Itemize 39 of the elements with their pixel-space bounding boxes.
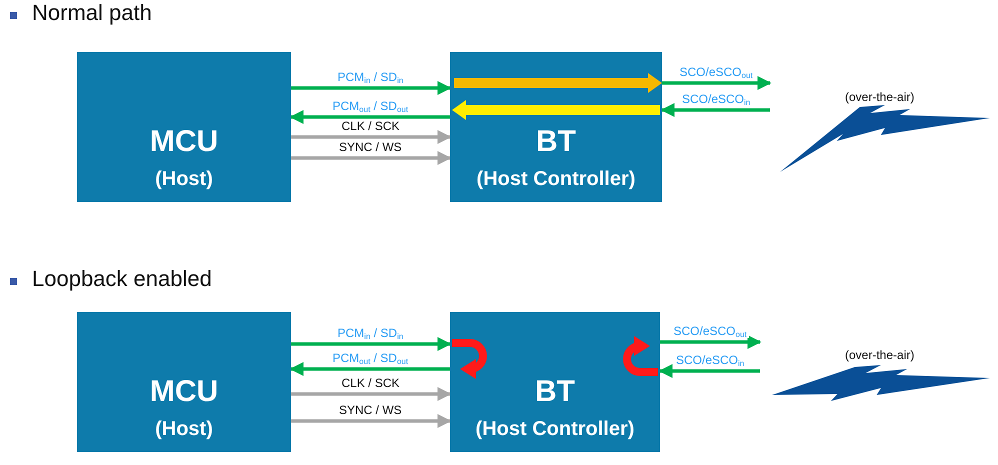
process-box [450, 312, 660, 452]
arrow [291, 151, 452, 165]
edge-label: PCM$_{in}$ / SD$_{in}$ [336, 326, 406, 340]
arrow [290, 362, 450, 376]
arrow [291, 81, 452, 95]
edge-label: SYNC / WS [337, 140, 404, 154]
arrow [290, 110, 450, 124]
box-title: BT [536, 124, 576, 160]
process-box [77, 312, 291, 452]
box-title: BT [535, 374, 575, 410]
edge-label: SCO/eSCO$_{out}$ [672, 324, 749, 338]
edge-label: CLK / SCK [340, 376, 402, 390]
arrow [658, 364, 760, 378]
edge-label: SYNC / WS [337, 403, 404, 417]
edge-label: CLK / SCK [340, 119, 402, 133]
edge-label: SCO/eSCO$_{in}$ [674, 353, 746, 367]
arrow [291, 337, 452, 351]
box-title: MCU [150, 124, 218, 160]
edge-label: SCO/eSCO$_{out}$ [678, 65, 755, 79]
box-subtitle: (Host Controller) [476, 167, 636, 192]
box-subtitle: (Host) [155, 167, 213, 192]
arrow [291, 414, 452, 428]
box-subtitle: (Host) [155, 417, 213, 442]
arrow [662, 76, 772, 90]
section-heading: Loopback enabled [32, 266, 212, 292]
box-subtitle: (Host Controller) [476, 417, 634, 442]
edge-label: SCO/eSCO$_{in}$ [680, 92, 752, 106]
section-heading: Normal path [32, 0, 152, 26]
arrow [291, 130, 452, 144]
edge-label: PCM$_{out}$ / SD$_{out}$ [330, 99, 410, 113]
arrow [660, 335, 762, 349]
arrow [660, 103, 770, 117]
annotation: (over-the-air) [845, 348, 914, 362]
process-box [77, 52, 291, 202]
annotation: (over-the-air) [845, 90, 914, 104]
arrow [291, 387, 452, 401]
edge-label: PCM$_{in}$ / SD$_{in}$ [336, 70, 406, 84]
edge-label: PCM$_{out}$ / SD$_{out}$ [330, 351, 410, 365]
box-title: MCU [150, 374, 218, 410]
